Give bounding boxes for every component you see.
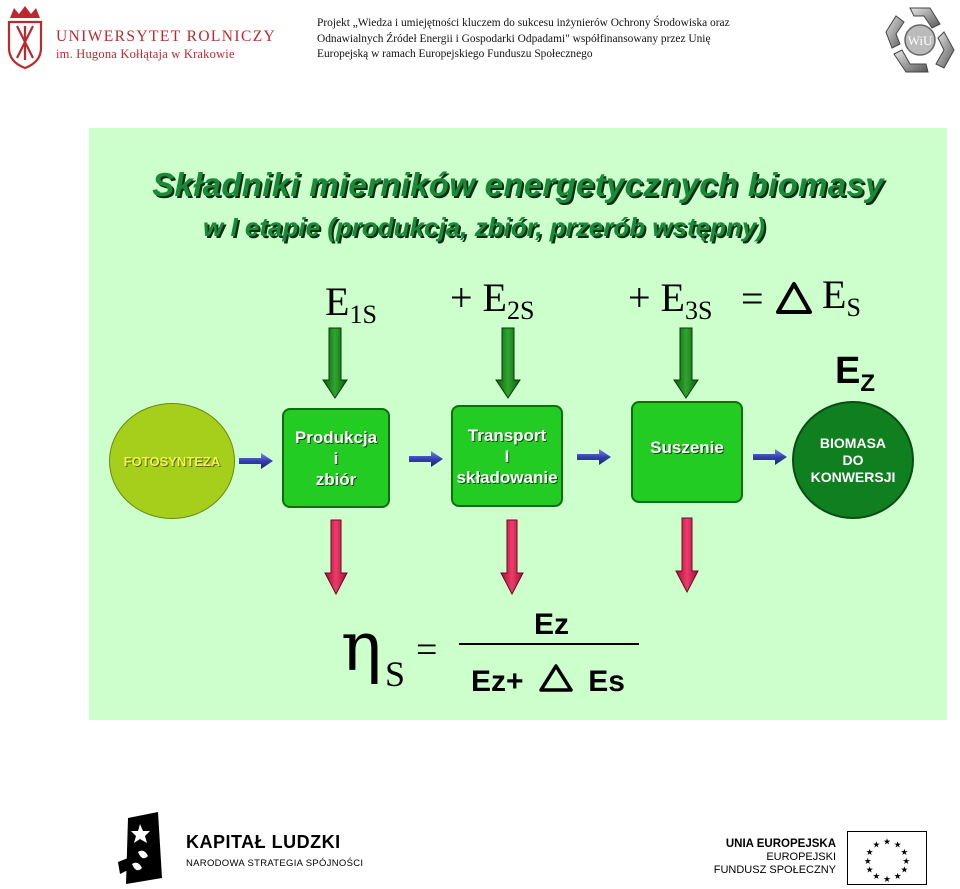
eta-symbol: η xyxy=(341,608,382,687)
formula-equals: = xyxy=(416,629,438,671)
svg-text:★: ★ xyxy=(900,848,908,858)
green-arrow-3 xyxy=(673,327,699,399)
green-arrow-2 xyxy=(495,327,521,399)
eu-fund-text: UNIA EUROPEJSKA EUROPEJSKI FUNDUSZ SPOŁE… xyxy=(713,838,836,876)
green-arrow-1 xyxy=(322,327,348,399)
university-name: UNIWERSYTET ROLNICZY xyxy=(56,28,277,45)
slide-subtitle: w I etapie (produkcja, zbiór, przerób ws… xyxy=(203,212,765,242)
wiu-logo-text: WiU xyxy=(908,33,933,48)
pink-arrow-3 xyxy=(675,517,699,594)
kapital-ludzki-logo xyxy=(118,812,162,884)
svg-text:★: ★ xyxy=(866,865,874,875)
term-e1s: E1S xyxy=(325,279,377,329)
svg-text:★: ★ xyxy=(894,872,902,882)
recycling-wiu-logo: WiU xyxy=(885,7,955,73)
svg-text:★: ★ xyxy=(864,857,872,867)
term-e3s: + E3S xyxy=(628,275,713,325)
blue-arrow-3 xyxy=(577,449,611,465)
equals-sign: = xyxy=(741,276,764,321)
term-ez: EZ xyxy=(835,350,876,397)
kapital-ludzki-subtitle: NARODOWA STRATEGIA SPÓJNOŚCI xyxy=(186,858,364,869)
kapital-ludzki-title: KAPITAŁ LUDZKI xyxy=(186,832,341,852)
fraction-denominator: Ez+ Es xyxy=(471,664,625,698)
pink-arrow-1 xyxy=(324,519,348,596)
svg-text:★: ★ xyxy=(883,875,891,885)
pink-arrow-2 xyxy=(500,519,524,596)
blue-arrow-1 xyxy=(239,453,273,469)
blue-arrow-2 xyxy=(409,451,443,467)
svg-text:★: ★ xyxy=(873,840,881,850)
term-es: ES xyxy=(822,272,861,322)
svg-text:★: ★ xyxy=(902,857,910,867)
box-suszenie: Suszenie xyxy=(631,401,743,503)
eu-flag-icon: ★ ★ ★ ★ ★ ★ ★ ★ ★ ★ ★ ★ xyxy=(847,831,927,885)
university-crest-logo xyxy=(7,6,43,70)
project-description: Projekt „Wiedza i umiejętności kluczem d… xyxy=(317,17,730,60)
node-fotosynteza: FOTOSYNTEZA xyxy=(109,403,235,519)
fraction-line xyxy=(459,643,639,645)
svg-text:★: ★ xyxy=(866,848,874,858)
svg-text:★: ★ xyxy=(883,838,891,848)
slide-title: Składniki mierników energetycznych bioma… xyxy=(152,166,884,203)
svg-text:★: ★ xyxy=(900,865,908,875)
term-e2s: + E2S xyxy=(450,275,535,325)
eta-subscript: S xyxy=(385,654,406,694)
university-subtitle: im. Hugona Kołłątaja w Krakowie xyxy=(56,47,235,61)
blue-arrow-4 xyxy=(753,449,787,465)
svg-text:★: ★ xyxy=(894,840,902,850)
flow-arrows xyxy=(239,327,787,596)
slide-panel: Składniki mierników energetycznych bioma… xyxy=(89,128,947,720)
fraction-numerator: Ez xyxy=(534,608,570,641)
svg-text:★: ★ xyxy=(873,872,881,882)
delta-icon xyxy=(539,664,573,692)
delta-icon xyxy=(776,282,812,314)
